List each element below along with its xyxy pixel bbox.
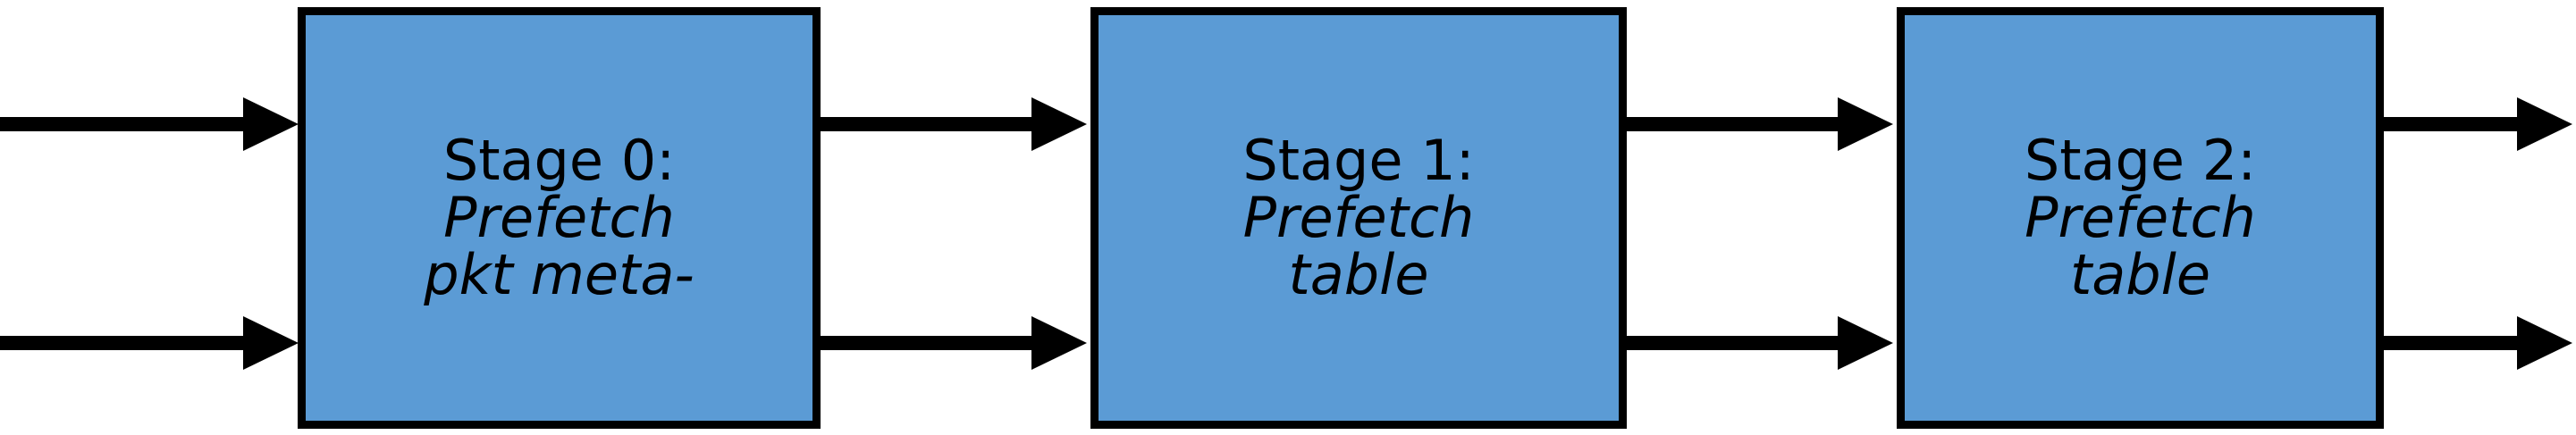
stage-2-subtitle-line-2: table (2069, 241, 2211, 307)
stage-1-title: Stage 1: (1242, 128, 1475, 194)
stage-2-title: Stage 2: (2024, 128, 2257, 194)
stage-1-subtitle-line-2: table (1288, 241, 1429, 307)
stage-box-2[interactable]: Stage 2: Prefetch table (1897, 7, 2384, 429)
stage-box-0[interactable]: Stage 0: Prefetch pkt meta- (298, 7, 821, 429)
stage-0-subtitle-line-2: pkt meta- (424, 241, 695, 307)
arrow-stage0-stage1-bottom (821, 316, 1087, 370)
stage-box-1[interactable]: Stage 1: Prefetch table (1090, 7, 1627, 429)
arrow-output-bottom (2378, 316, 2572, 370)
arrow-stage1-stage2-bottom (1627, 316, 1893, 370)
stage-0-title: Stage 0: (442, 128, 676, 194)
stage-1-subtitle-line-1: Prefetch (1242, 185, 1475, 251)
arrow-input-top (0, 97, 299, 151)
arrow-input-bottom (0, 316, 299, 370)
stage-2-subtitle-line-1: Prefetch (2025, 185, 2256, 251)
arrow-output-top (2378, 97, 2572, 151)
stage-0-subtitle-line-1: Prefetch (443, 185, 675, 251)
arrow-stage1-stage2-top (1627, 97, 1893, 151)
arrow-stage0-stage1-top (821, 97, 1087, 151)
